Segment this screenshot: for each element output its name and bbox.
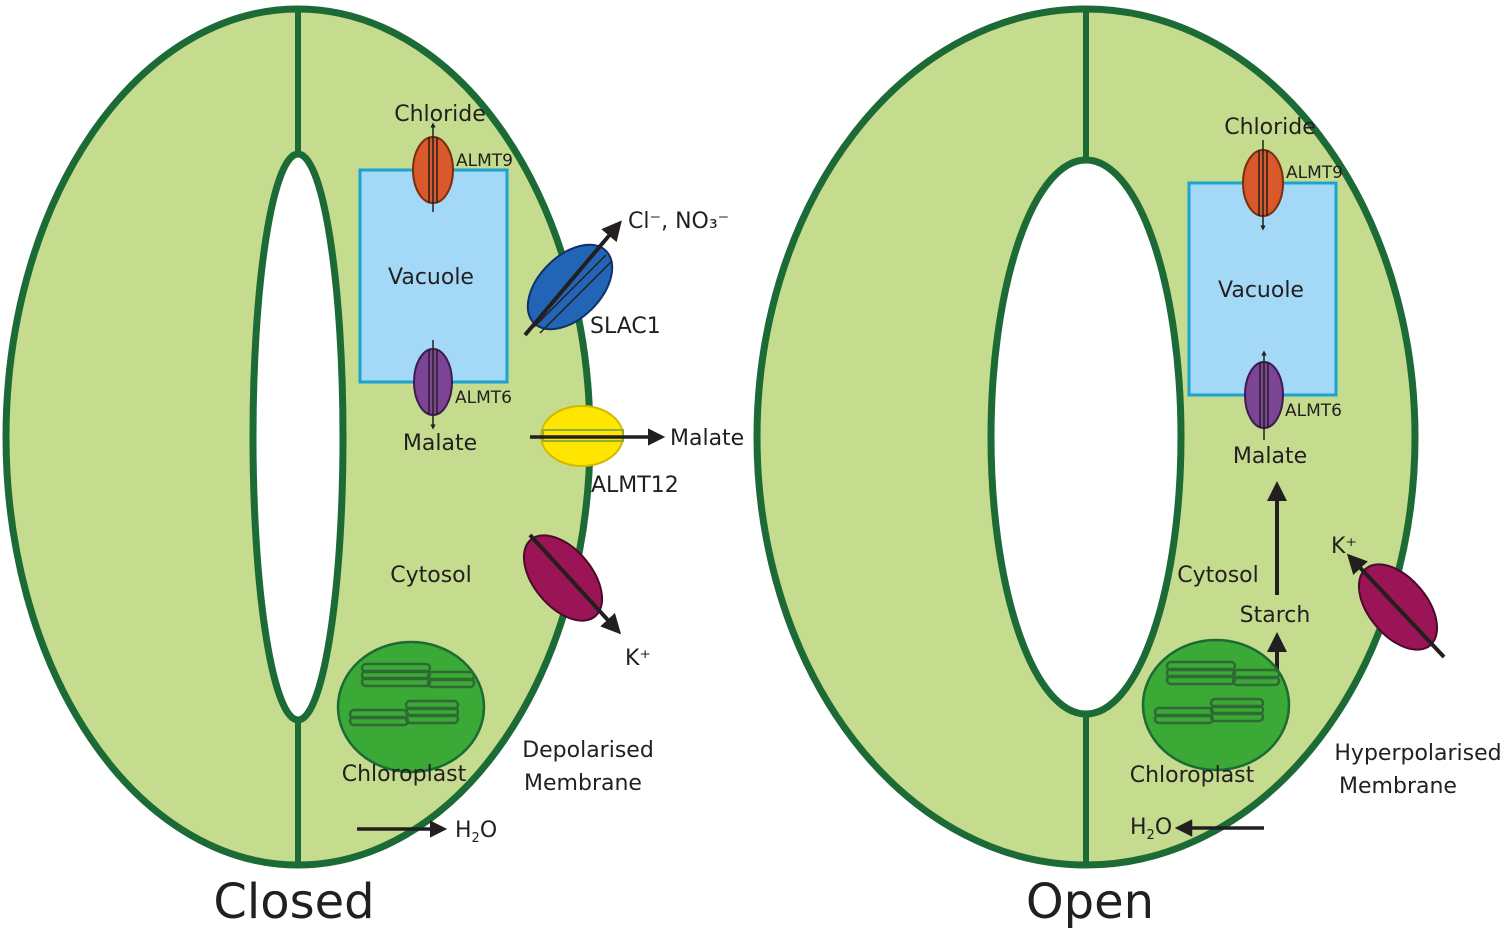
closed-k-channel: [522, 534, 604, 622]
closed-vacuole-label: Vacuole: [388, 265, 474, 290]
closed-stoma: Vacuole Chloride ALMT9 ALMT6 Malate Cl⁻,…: [2, 5, 744, 930]
closed-chloroplast-label: Chloroplast: [342, 762, 467, 787]
open-membrane-label-2: Membrane: [1339, 774, 1457, 799]
closed-water-label: H2O: [455, 818, 497, 846]
open-chloroplast: [1141, 638, 1291, 772]
starch-label: Starch: [1240, 603, 1311, 628]
slac1-ions-label: Cl⁻, NO₃⁻: [628, 209, 729, 234]
closed-almt6-label: ALMT6: [455, 388, 512, 408]
closed-k-label: K⁺: [625, 646, 651, 671]
closed-membrane-label-2: Membrane: [524, 771, 642, 796]
slac1-label: SLAC1: [590, 314, 661, 339]
almt12-label: ALMT12: [591, 473, 679, 498]
closed-membrane-label-1: Depolarised: [522, 738, 654, 763]
open-title: Open: [1026, 874, 1154, 930]
open-cytosol-label: Cytosol: [1177, 563, 1259, 588]
almt12-malate-label: Malate: [670, 426, 744, 451]
open-k-label: K⁺: [1331, 534, 1357, 559]
closed-chloride-label: Chloride: [394, 102, 486, 127]
open-k-arrow: [1346, 553, 1446, 659]
closed-k-arrow: [528, 533, 622, 635]
open-chloroplast-label: Chloroplast: [1130, 763, 1255, 788]
closed-pore: [249, 150, 347, 724]
open-almt9-label: ALMT9: [1286, 163, 1343, 183]
open-water-label: H2O: [1130, 815, 1172, 843]
slac1-arrow: [523, 220, 622, 337]
open-chloride-label: Chloride: [1224, 115, 1316, 140]
open-membrane-label-1: Hyperpolarised: [1334, 741, 1500, 766]
open-pore: [987, 156, 1185, 718]
closed-title: Closed: [213, 874, 374, 930]
open-vacuole-label: Vacuole: [1218, 278, 1304, 303]
closed-cytosol-label: Cytosol: [390, 563, 472, 588]
closed-malate-label: Malate: [403, 431, 477, 456]
closed-almt9-label: ALMT9: [456, 151, 513, 171]
open-almt6-label: ALMT6: [1285, 401, 1342, 421]
closed-chloroplast: [336, 640, 486, 774]
open-stoma: Vacuole Chloride ALMT9 ALMT6 Malate Star…: [753, 5, 1500, 930]
open-malate-label: Malate: [1233, 444, 1307, 469]
